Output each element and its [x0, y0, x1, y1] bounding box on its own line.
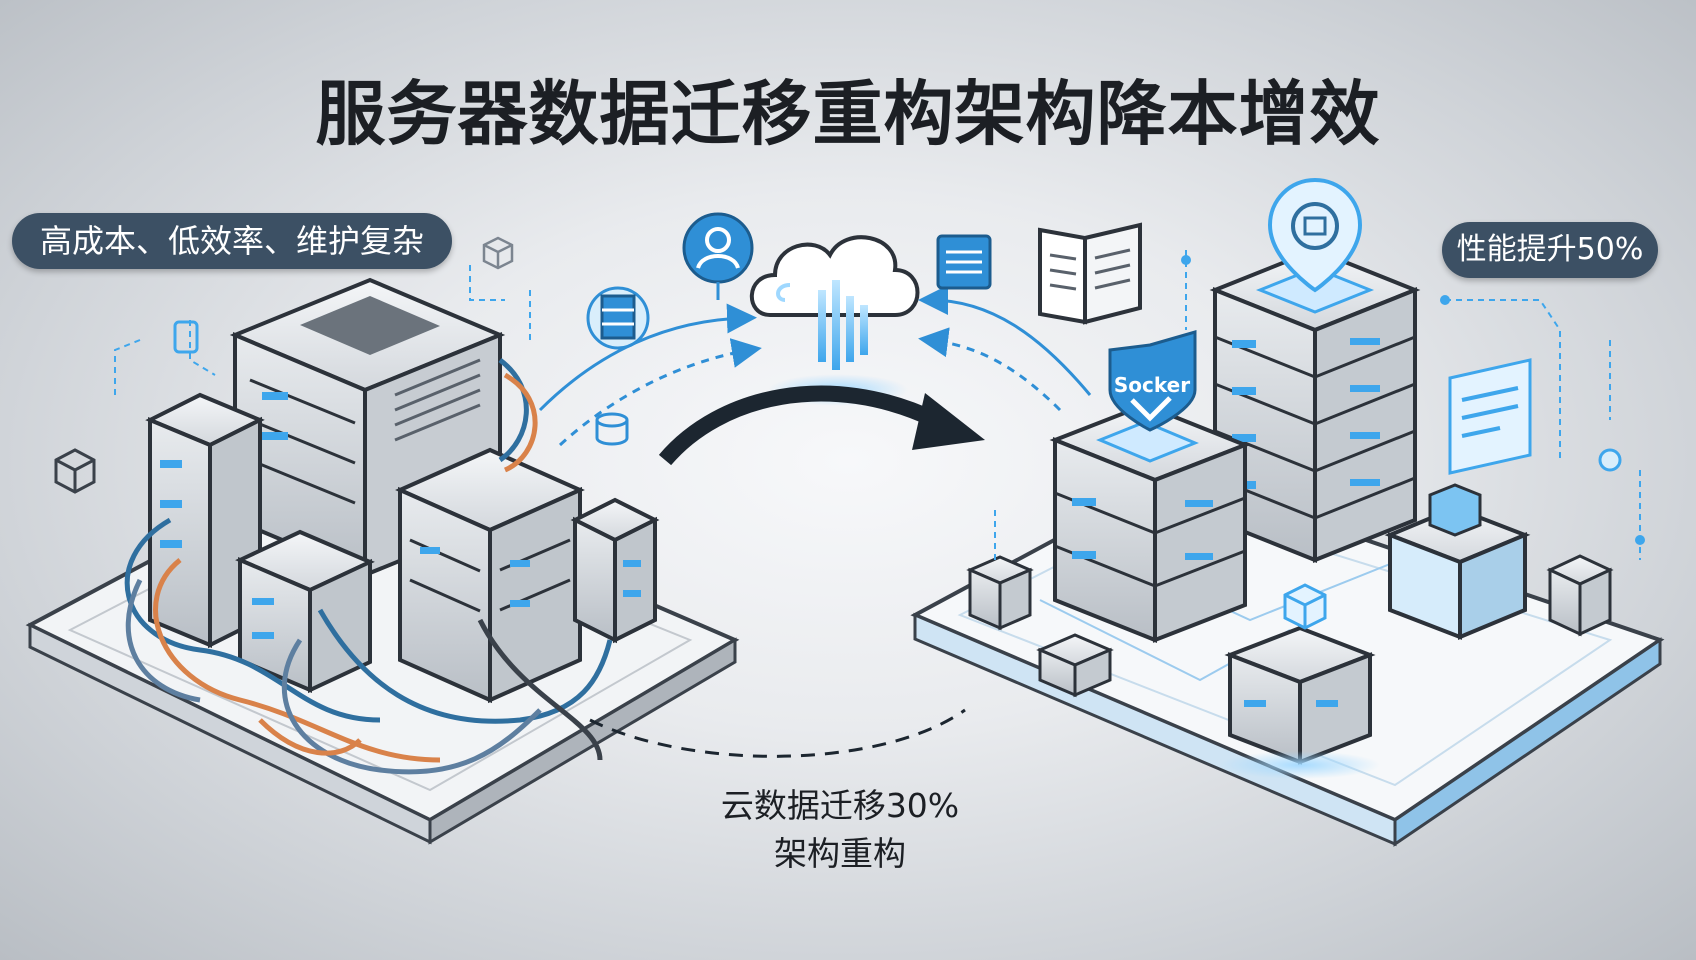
dashed-return-arc	[589, 708, 966, 758]
folder-icon	[936, 234, 992, 290]
chart-panel-icon	[1448, 358, 1532, 475]
left-cube-icon	[54, 448, 96, 494]
right-server-small-right	[1546, 554, 1614, 637]
database-icon	[586, 286, 650, 350]
tangled-cables	[124, 358, 613, 775]
right-small-box	[1036, 633, 1114, 698]
left-problem-label: 高成本、低效率、维护复杂	[12, 213, 452, 269]
right-node-dots	[1181, 255, 1645, 545]
flow-arrows	[538, 285, 1092, 447]
left-server-front	[395, 447, 585, 704]
migration-caption-line1: 云数据迁移30%	[720, 786, 960, 825]
page-title: 服务器数据迁移重构架构降本增效	[315, 73, 1381, 155]
left-circuit-lines	[114, 265, 531, 395]
left-server-small-middle	[235, 529, 375, 694]
migration-caption-line2: 架构重构	[774, 834, 906, 873]
left-chip-icon	[173, 320, 199, 354]
right-benefit-label: 性能提升50%	[1442, 222, 1658, 278]
shield-icon-top	[1267, 177, 1363, 293]
left-server-small-right	[570, 497, 660, 644]
right-server-small-left	[966, 555, 1034, 631]
right-server-stack-tall	[1209, 247, 1421, 563]
left-small-cube-icon	[482, 236, 514, 270]
cloud-icon	[749, 235, 920, 406]
right-server-stack-front	[1049, 402, 1251, 643]
document-icon	[1038, 222, 1142, 325]
socker-shield-icon: Socker	[1108, 330, 1197, 432]
right-server-small-front	[1220, 625, 1380, 779]
right-server-blue-block	[1384, 483, 1531, 640]
shield-label: Socker	[1114, 373, 1190, 397]
migration-arrow	[658, 385, 985, 466]
user-icon	[682, 212, 754, 300]
cube-icon	[1283, 583, 1327, 630]
small-database-icon	[595, 412, 629, 446]
